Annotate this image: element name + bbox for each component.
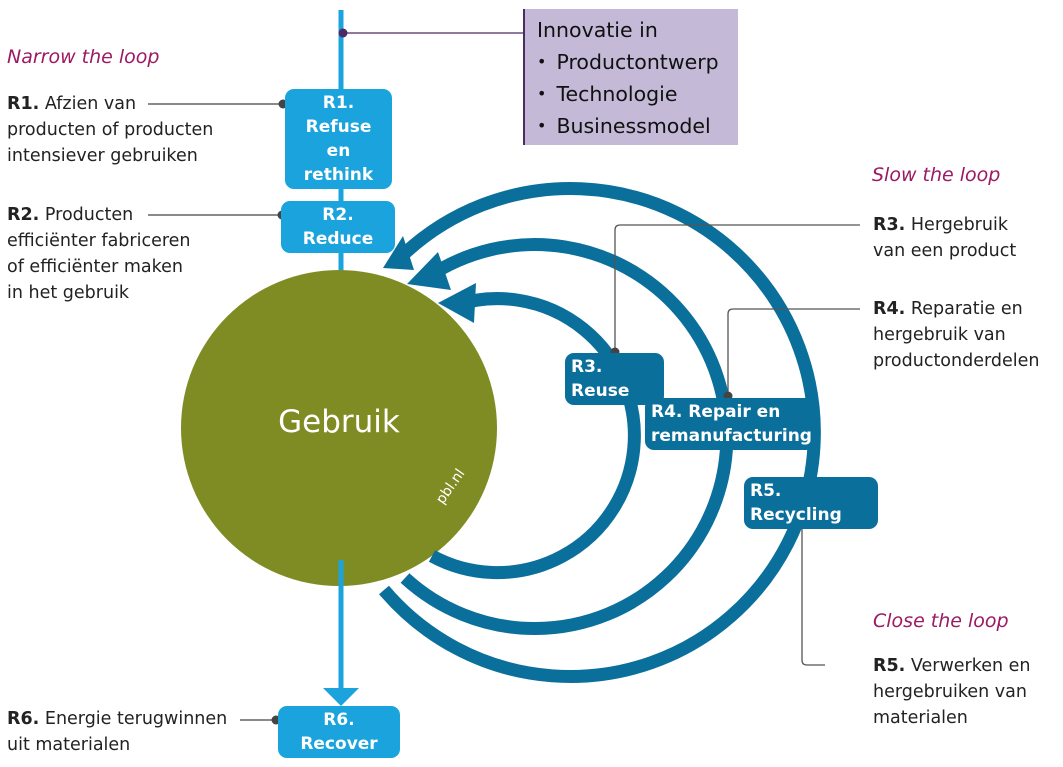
desc-line: Reparatie en xyxy=(910,299,1023,319)
loop-arc-r5 xyxy=(379,182,821,683)
r5-recycling-box: R5. Recycling xyxy=(744,477,878,529)
r4-description: R4. Reparatie en hergebruik van producto… xyxy=(873,296,1039,374)
loop-arc-r4 xyxy=(400,238,734,635)
close-the-loop-label: Close the loop xyxy=(873,610,1009,632)
gebruik-label: Gebruik xyxy=(278,404,400,440)
r1-refuse-box: R1. Refuse en rethink xyxy=(285,89,392,189)
desc-line: hergebruik van xyxy=(873,325,1006,345)
connector-r4 xyxy=(727,308,860,396)
r5-code: R5. xyxy=(873,656,906,676)
box-line: en rethink xyxy=(303,141,374,185)
arrow-head-r4-icon xyxy=(407,252,451,290)
desc-line: in het gebruik xyxy=(7,283,130,303)
desc-line: Afzien van xyxy=(44,94,137,114)
r3-code: R3. xyxy=(873,215,906,235)
innovation-list: Productontwerp Technologie Businessmodel xyxy=(537,46,726,142)
r5-description: R5. Verwerken en hergebruiken van materi… xyxy=(873,653,1031,731)
innovation-item: Productontwerp xyxy=(537,46,726,78)
box-line: remanufacturing xyxy=(651,426,812,446)
desc-line: Verwerken en xyxy=(910,656,1031,676)
narrow-the-loop-label: Narrow the loop xyxy=(7,46,160,68)
box-line: R4. Repair en xyxy=(651,402,781,422)
desc-line: hergebruiken van xyxy=(873,682,1027,702)
desc-line: uit materialen xyxy=(7,735,131,755)
arrow-head-r3-icon xyxy=(438,283,476,323)
r6-description: R6. Energie terugwinnen uit materialen xyxy=(7,706,227,758)
loop-arc-r3 xyxy=(428,292,641,580)
box-line: R1. Refuse xyxy=(305,93,372,137)
desc-line: producten of producten xyxy=(7,120,214,140)
r1-code: R1. xyxy=(7,94,40,114)
r3-description: R3. Hergebruik van een product xyxy=(873,212,1016,264)
innovation-item: Technologie xyxy=(537,78,726,110)
slow-the-loop-label: Slow the loop xyxy=(872,164,1001,186)
r3-reuse-box: R3. Reuse xyxy=(565,353,664,405)
connector-dot xyxy=(338,28,348,38)
innovation-box: Innovatie in Productontwerp Technologie … xyxy=(523,9,738,145)
desc-line: Producten xyxy=(44,205,134,225)
r6-recover-box: R6. Recover xyxy=(278,706,400,758)
desc-line: of efficiënter maken xyxy=(7,257,183,277)
desc-line: van een product xyxy=(873,241,1017,261)
r4-code: R4. xyxy=(873,299,906,319)
connector-r5 xyxy=(801,513,825,666)
arrow-down-icon xyxy=(323,688,359,706)
desc-line: Hergebruik xyxy=(910,215,1008,235)
r2-description: R2. Producten efficiënter fabriceren of … xyxy=(7,202,191,306)
innovation-title: Innovatie in xyxy=(537,18,658,42)
innovation-item: Businessmodel xyxy=(537,110,726,142)
gebruik-circle xyxy=(181,270,497,586)
r2-code: R2. xyxy=(7,205,40,225)
r6-code: R6. xyxy=(7,709,40,729)
desc-line: productonderdelen xyxy=(873,351,1040,371)
desc-line: intensiever gebruiken xyxy=(7,146,198,166)
desc-line: materialen xyxy=(873,708,968,728)
r2-reduce-box: R2. Reduce xyxy=(281,201,395,253)
desc-line: efficiënter fabriceren xyxy=(7,231,191,251)
desc-line: Energie terugwinnen xyxy=(44,709,228,729)
r1-description: R1. Afzien van producten of producten in… xyxy=(7,91,213,169)
r4-repair-box: R4. Repair en remanufacturing xyxy=(645,398,815,450)
connector-r3 xyxy=(614,224,860,352)
arrow-head-r5-icon xyxy=(383,236,414,270)
